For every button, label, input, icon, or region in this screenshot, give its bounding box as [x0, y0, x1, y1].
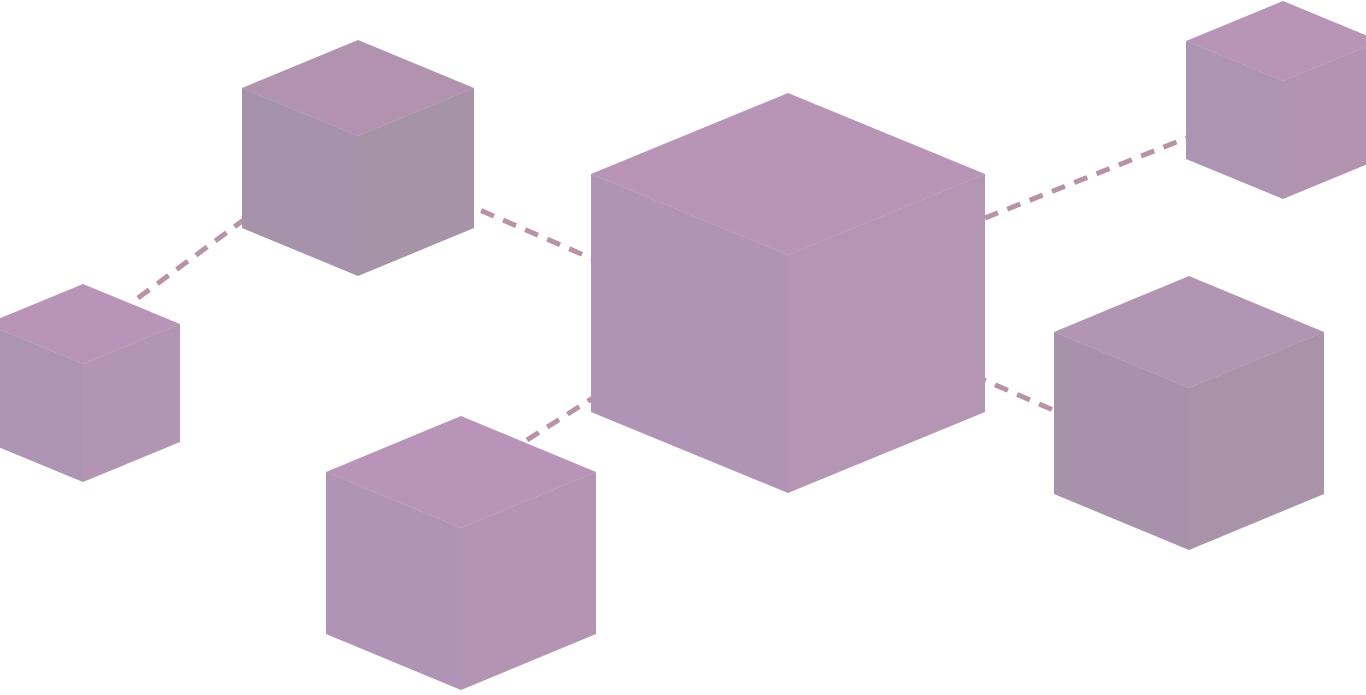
cube-top-left-left-face [242, 88, 358, 276]
cube-left-top-face [0, 284, 180, 364]
cube-bottom-left-top-face [326, 416, 596, 528]
cube-right-right-face [1189, 332, 1324, 550]
cube-center-right-face [788, 174, 985, 493]
cube-center-top-face [591, 93, 985, 255]
cube-top-left-top-face [242, 40, 474, 136]
cube-center-left-face [591, 174, 788, 493]
cube-center [591, 93, 985, 493]
cube-top-left [242, 40, 474, 276]
cube-bottom-left-left-face [326, 472, 461, 690]
cube-top-right [1186, 1, 1366, 199]
cube-top-right-right-face [1283, 46, 1366, 199]
cube-bottom-left-right-face [461, 472, 596, 690]
cube-left [0, 284, 180, 482]
cube-top-right-top-face [1186, 1, 1366, 81]
cube-left-left-face [0, 329, 83, 482]
cube-top-left-right-face [358, 88, 474, 276]
cube-bottom-left [326, 416, 596, 690]
cube-right-left-face [1054, 332, 1189, 550]
cube-top-right-left-face [1186, 41, 1283, 199]
link-left-topleft-connector [136, 179, 297, 301]
cube-left-right-face [83, 324, 180, 482]
cube-right [1054, 276, 1324, 550]
cube-right-top-face [1054, 276, 1324, 388]
